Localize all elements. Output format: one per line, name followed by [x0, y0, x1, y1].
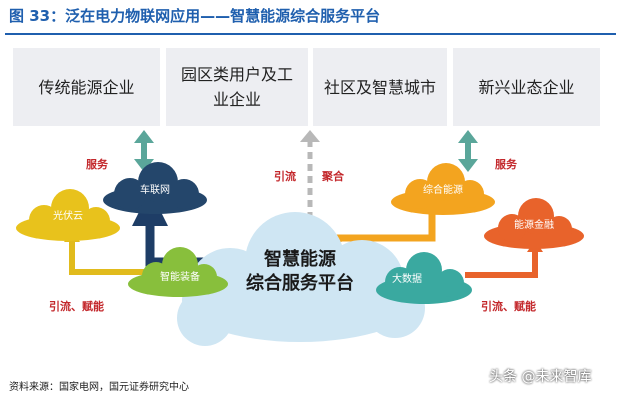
- top-box-label: 园区类用户及工业企业: [180, 65, 293, 109]
- cloud-zong-he-neng-yuan: [391, 163, 495, 215]
- cloud-label-da-shu-ju: 大数据: [392, 274, 422, 285]
- cloud-che-lian-wang: [103, 162, 207, 214]
- figure-title: 图 33：泛在电力物联网应用——智慧能源综合服务平台: [9, 7, 381, 25]
- center-line-1: 智慧能源: [264, 249, 336, 270]
- cloud-da-shu-ju: [376, 252, 472, 304]
- cloud-label-che-lian-wang: 车联网: [140, 185, 170, 196]
- center-cloud: [177, 212, 425, 346]
- arrow-to-neng-yuan-jin-rong: [465, 250, 538, 278]
- cloud-label-guang-fu-yun: 光伏云: [53, 211, 83, 222]
- cloud-label-zhi-neng-zhuang-bei: 智能装备: [160, 272, 200, 283]
- label-left-bottom: 引流、赋能: [49, 300, 104, 313]
- label-left-service: 服务: [86, 158, 108, 171]
- arrow-to-zong-he-neng-yuan: [334, 212, 436, 242]
- source-note: 资料来源：国家电网，国元证券研究中心: [9, 382, 189, 393]
- top-box-label: 传统能源企业: [38, 77, 135, 97]
- double-arrow-right: [458, 130, 478, 172]
- top-box-community-city: 社区及智慧城市: [313, 48, 447, 126]
- cloud-zhi-neng-zhuang-bei: [128, 247, 228, 297]
- label-right-service: 服务: [495, 158, 517, 171]
- top-box-park-industrial: 园区类用户及工业企业: [166, 48, 308, 126]
- center-line-2: 综合服务平台: [246, 273, 354, 294]
- top-box-label: 新兴业态企业: [478, 77, 575, 97]
- label-ju-he: 聚合: [322, 170, 344, 183]
- cloud-label-zong-he-neng-yuan: 综合能源: [423, 185, 463, 196]
- top-box-emerging-business: 新兴业态企业: [453, 48, 600, 126]
- label-right-bottom: 引流、赋能: [481, 300, 536, 313]
- top-box-label: 社区及智慧城市: [323, 77, 436, 97]
- cloud-label-neng-yuan-jin-rong: 能源金融: [514, 220, 554, 231]
- arrow-to-guang-fu-yun: [69, 240, 168, 275]
- label-yin-liu: 引流: [274, 170, 296, 183]
- watermark: 头条 @未来智库: [489, 369, 592, 385]
- center-cloud-text: 智慧能源 综合服务平台: [230, 248, 370, 296]
- cloud-guang-fu-yun: [16, 189, 120, 241]
- cloud-neng-yuan-jin-rong: [484, 198, 584, 249]
- top-box-traditional-energy: 传统能源企业: [13, 48, 160, 126]
- double-arrow-left: [134, 130, 154, 172]
- title-divider: [5, 33, 616, 35]
